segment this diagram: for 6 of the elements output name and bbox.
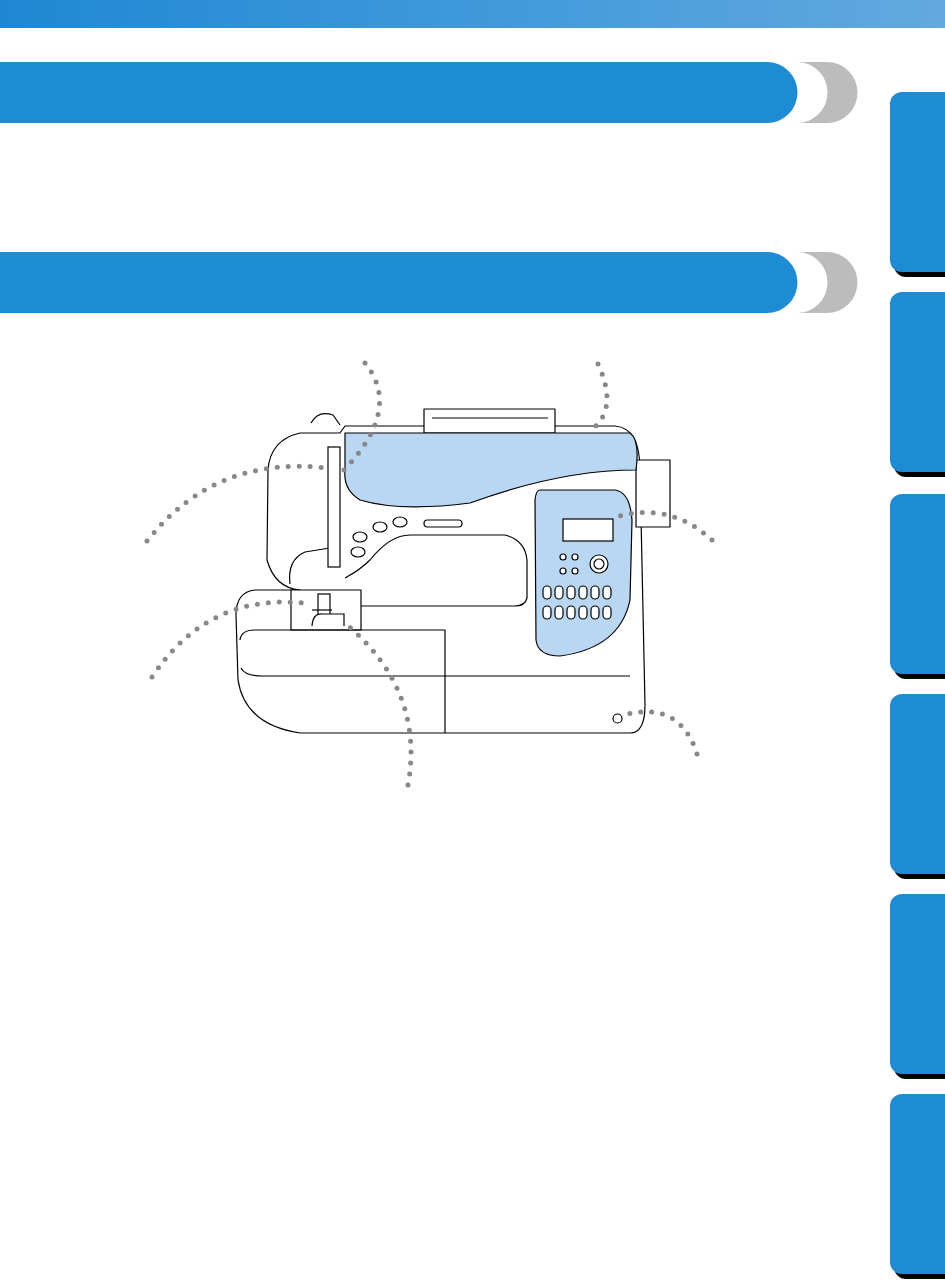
bobbin-cover [311, 612, 345, 627]
needle-bar [327, 446, 341, 568]
jack-socket [612, 710, 623, 721]
leader-line [339, 360, 382, 475]
top-cover [342, 432, 639, 509]
lcd-screen [562, 518, 614, 542]
